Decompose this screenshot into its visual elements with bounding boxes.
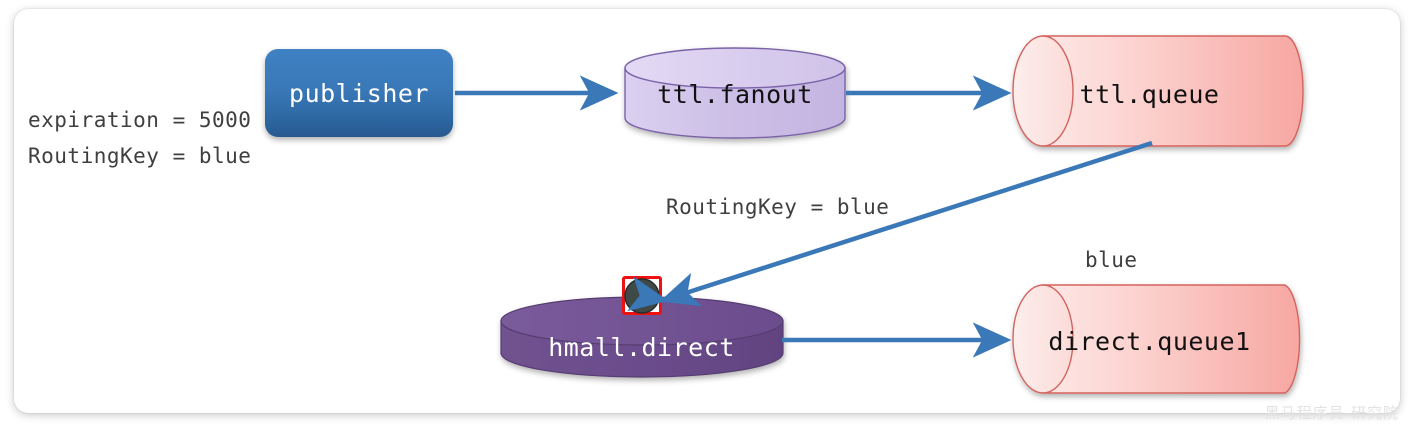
edge-label-routing-key-diagonal: RoutingKey = blue xyxy=(666,195,890,219)
node-direct-queue1-label: direct.queue1 xyxy=(1048,327,1251,356)
annotation-routing-key: RoutingKey = blue xyxy=(28,144,252,168)
node-hmall-direct-label: hmall.direct xyxy=(548,333,735,362)
binding-highlight-box xyxy=(622,276,662,315)
node-publisher[interactable]: publisher xyxy=(265,49,453,137)
node-ttl-queue-label: ttl.queue xyxy=(1079,80,1220,109)
annotation-expiration: expiration = 5000 xyxy=(28,108,252,132)
node-publisher-label: publisher xyxy=(289,78,429,108)
node-ttl-fanout-label: ttl.fanout xyxy=(657,80,813,109)
edge-label-blue: blue xyxy=(1085,248,1138,272)
watermark: 黑马程序员-研究院 xyxy=(1264,404,1399,422)
